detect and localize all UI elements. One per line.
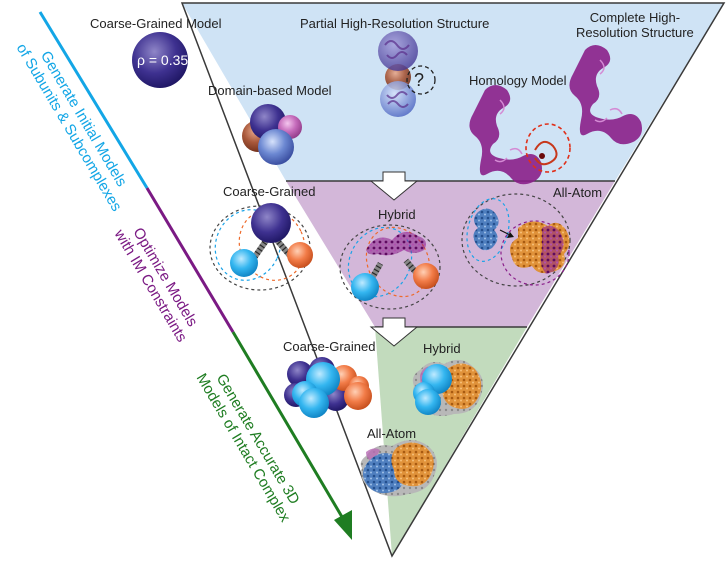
final-coarse-grained-model: [284, 357, 372, 418]
label-optimize-hybrid: Hybrid: [378, 207, 416, 222]
domain-based-model-spheres: [242, 104, 302, 165]
label-coarse-grained-model: Coarse-Grained Model: [90, 16, 222, 31]
optimize-all-atom-model: [461, 193, 571, 287]
final-all-atom-model: [360, 440, 437, 497]
coarse-grained-sphere: [132, 32, 188, 88]
label-complete-structure-line2: Resolution Structure: [576, 25, 694, 40]
progress-arrowhead: [334, 510, 352, 540]
stage-band-optimize: [286, 181, 615, 327]
label-domain-based-model: Domain-based Model: [208, 83, 332, 98]
progress-line-final: [231, 331, 347, 523]
progress-line-optimize: [145, 187, 235, 333]
label-complete-structure-line1: Complete High-: [589, 10, 681, 25]
label-optimize-all-atom: All-Atom: [553, 185, 603, 200]
label-final-hybrid: Hybrid: [423, 341, 461, 356]
optimize-coarse-grained-model: [209, 203, 313, 291]
partial-structure: [378, 31, 436, 117]
unknown-region-marker: ?: [414, 70, 425, 90]
label-optimize-coarse-grained: Coarse-Grained: [223, 184, 316, 199]
down-arrow-1: [369, 171, 419, 201]
label-complete-structure: Complete High- Resolution Structure: [576, 10, 694, 40]
label-final-coarse-grained: Coarse-Grained: [283, 339, 376, 354]
optimize-hybrid-model: [339, 224, 441, 310]
label-homology-model: Homology Model: [469, 73, 567, 88]
pyramid-outline: [180, 2, 726, 558]
label-final-all-atom: All-Atom: [367, 426, 417, 441]
density-annotation: ρ = 0.35: [137, 52, 189, 68]
complete-structure-protein: [569, 45, 642, 145]
down-arrow-2: [369, 317, 419, 347]
homology-model-protein: [469, 85, 571, 185]
stage-band-final: [375, 327, 527, 556]
progress-line-initial: [38, 11, 149, 189]
label-partial-structure: Partial High-Resolution Structure: [300, 16, 490, 31]
final-hybrid-model: [412, 359, 483, 416]
